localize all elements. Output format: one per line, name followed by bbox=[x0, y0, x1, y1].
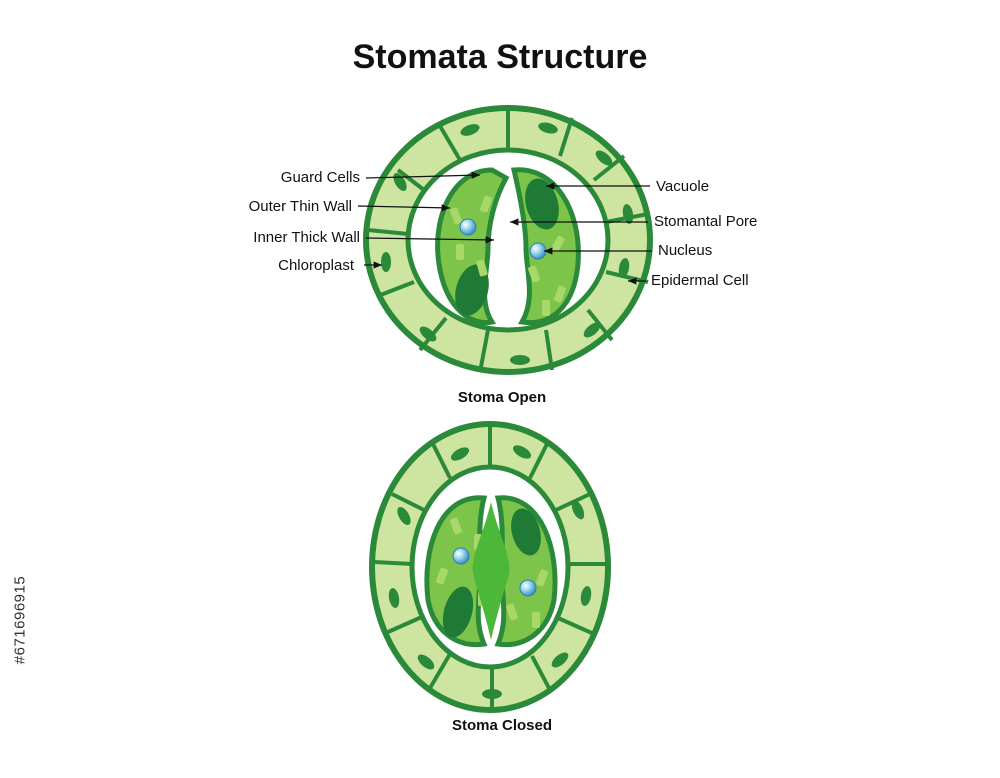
label-inner-thick-wall: Inner Thick Wall bbox=[253, 229, 360, 246]
label-chloroplast: Chloroplast bbox=[278, 257, 354, 274]
label-outer-thin-wall: Outer Thin Wall bbox=[248, 198, 352, 215]
stoma-closed-group bbox=[369, 421, 611, 713]
epidermal-ring-open bbox=[363, 105, 653, 375]
pointer-lines-open bbox=[357, 171, 652, 285]
label-epidermal-cell: Epidermal Cell bbox=[651, 272, 749, 289]
nucleus-shape bbox=[529, 242, 547, 260]
stock-id: #671696915 bbox=[0, 540, 40, 700]
stoma-open-group bbox=[357, 105, 653, 375]
caption-stoma-open: Stoma Open bbox=[457, 389, 547, 406]
guard-cell-left-open bbox=[435, 167, 510, 326]
guard-cell-right-closed bbox=[494, 495, 558, 648]
stock-id-text: #671696915 bbox=[11, 575, 29, 665]
label-vacuole: Vacuole bbox=[656, 178, 710, 195]
closed-pore bbox=[472, 502, 510, 640]
label-guard-cells: Guard Cells bbox=[280, 169, 360, 186]
label-stomatal-pore: Stomantal Pore bbox=[654, 213, 758, 230]
epidermal-nucleus-pointed bbox=[618, 258, 630, 278]
caption-stoma-closed: Stoma Closed bbox=[451, 717, 553, 734]
vacuole-shape bbox=[525, 178, 559, 230]
guard-cell-right-open bbox=[510, 167, 581, 326]
label-nucleus: Nucleus bbox=[658, 242, 713, 259]
diagram-title: Stomata Structure bbox=[352, 38, 648, 76]
